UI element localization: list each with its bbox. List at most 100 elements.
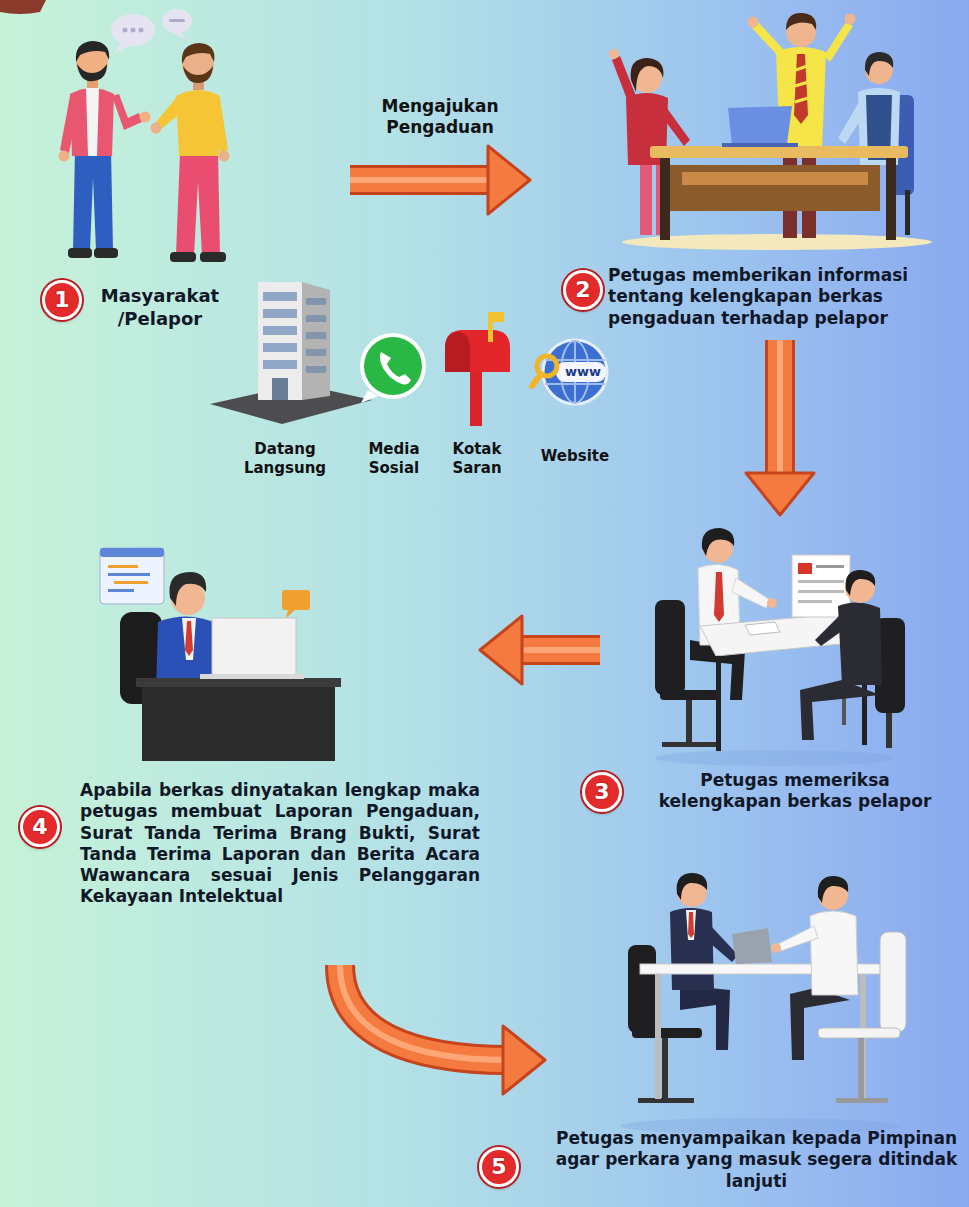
arrow-head	[480, 616, 522, 684]
label-anchor: 1	[42, 280, 82, 320]
step-caption: Petugas memberikan informasi tentang kel…	[608, 265, 963, 329]
label-anchor: Website	[533, 447, 617, 466]
edge-label: Mengajukan Pengaduan	[355, 96, 525, 139]
arrow-head	[488, 146, 530, 214]
report-illustration-part	[632, 1028, 702, 1038]
corner-ornament-part	[0, 0, 46, 14]
speech-bubbles-part	[139, 28, 144, 33]
arrow-head	[503, 1026, 545, 1094]
interview-illustration-part	[655, 600, 685, 695]
person-reporter-part	[68, 248, 92, 258]
channel-icons-part	[361, 390, 378, 403]
meeting-illustration	[609, 13, 932, 250]
officer-laptop-illustration-part	[142, 687, 335, 761]
step-box: Petugas memeriksa kelengkapan berkas pel…	[600, 515, 965, 820]
callout-number: 3	[582, 772, 622, 812]
callout-number: 1	[42, 280, 82, 320]
channel-icons-part	[445, 330, 510, 372]
report-illustration-part	[680, 985, 730, 1050]
step-caption: Petugas memeriksa kelengkapan berkas pel…	[645, 770, 945, 813]
channel-icons-part	[364, 337, 422, 395]
interview-illustration-part	[660, 690, 720, 700]
interview-illustration-part	[732, 578, 770, 608]
arrow-head	[746, 473, 814, 515]
interview-illustration-part	[800, 680, 880, 740]
report-illustration-part	[677, 873, 708, 900]
arrow-shaft	[516, 638, 600, 662]
person-reporter-part	[70, 88, 114, 156]
person-reporter-part	[77, 64, 107, 81]
arrow-highlight	[777, 340, 783, 479]
person-reporter-part	[86, 88, 99, 156]
step-box: Apabila berkas dinyatakan lengkap maka p…	[75, 540, 480, 965]
officer-laptop-illustration-part	[286, 610, 295, 618]
label-anchor: Datang Langsung	[239, 440, 331, 478]
channel-icons-part	[263, 343, 297, 352]
meeting-illustration-part	[845, 14, 856, 25]
person-friend-part	[182, 43, 215, 64]
channel-label: www	[561, 364, 605, 380]
officer-laptop-illustration	[100, 548, 341, 761]
flow-arrow	[350, 146, 530, 214]
meeting-illustration-part	[824, 22, 853, 62]
interview-illustration-part	[686, 700, 692, 745]
report-illustration-part	[686, 910, 696, 940]
person-friend-part	[151, 123, 162, 134]
meeting-illustration-part	[670, 165, 880, 211]
channel-icons-part	[380, 352, 411, 385]
flow-arrow	[340, 965, 545, 1094]
report-illustration-part	[688, 912, 694, 938]
channel-label: Datang Langsung	[239, 440, 331, 478]
arrow-outline	[350, 165, 494, 195]
channel-icons-part	[272, 378, 288, 400]
person-friend-part	[170, 252, 196, 262]
officer-laptop-illustration-part	[108, 573, 150, 576]
officer-laptop-illustration-part	[100, 548, 164, 604]
channel-icons-part	[306, 349, 326, 356]
report-illustration-part	[655, 974, 661, 1099]
label-anchor: 2	[563, 270, 603, 310]
report-illustration-part	[836, 1098, 888, 1103]
person-reporter-part	[140, 112, 151, 123]
arrow-outline	[765, 340, 795, 479]
report-illustration-part	[858, 1038, 864, 1100]
meeting-illustration-part	[752, 22, 784, 56]
channel-icons-part	[470, 368, 482, 426]
meeting-illustration-part	[795, 66, 808, 102]
interview-illustration-part	[846, 570, 876, 596]
channel-icons-part	[263, 326, 297, 335]
meeting-illustration-part	[682, 172, 868, 185]
person-friend-part	[200, 252, 226, 262]
channel-icons-part	[306, 298, 326, 305]
arrow-shaft	[340, 965, 509, 1060]
meeting-illustration-part	[609, 49, 619, 59]
interview-illustration-part	[714, 572, 724, 622]
arrow-shaft	[768, 340, 792, 479]
meeting-illustration-part	[650, 146, 908, 158]
channel-label: Website	[533, 447, 617, 466]
speech-bubbles-part	[131, 28, 136, 33]
interview-illustration-part	[798, 600, 832, 603]
meeting-illustration-part	[786, 13, 816, 30]
person-reporter	[59, 41, 151, 258]
flow-arrow	[480, 616, 600, 684]
label-anchor: 5	[479, 1147, 519, 1187]
callout-number: 5	[479, 1147, 519, 1187]
channel-icons-part	[263, 292, 297, 301]
label-anchor: 4	[20, 807, 60, 847]
arrow-highlight	[516, 647, 600, 653]
meeting-illustration-part	[905, 190, 910, 235]
callout-number: 4	[20, 807, 60, 847]
channel-label: Kotak Saran	[444, 440, 510, 478]
channel-icons	[210, 282, 607, 426]
meeting-illustration-part	[631, 58, 664, 92]
channel-icons-part	[306, 332, 326, 339]
report-illustration-part	[662, 1038, 668, 1100]
speech-bubbles-part	[162, 9, 192, 33]
interview-illustration-part	[815, 615, 846, 646]
speech-bubbles-part	[123, 28, 128, 33]
meeting-illustration-part	[722, 143, 798, 147]
interview-illustration-part	[886, 713, 892, 748]
channel-icons-part	[532, 374, 541, 386]
